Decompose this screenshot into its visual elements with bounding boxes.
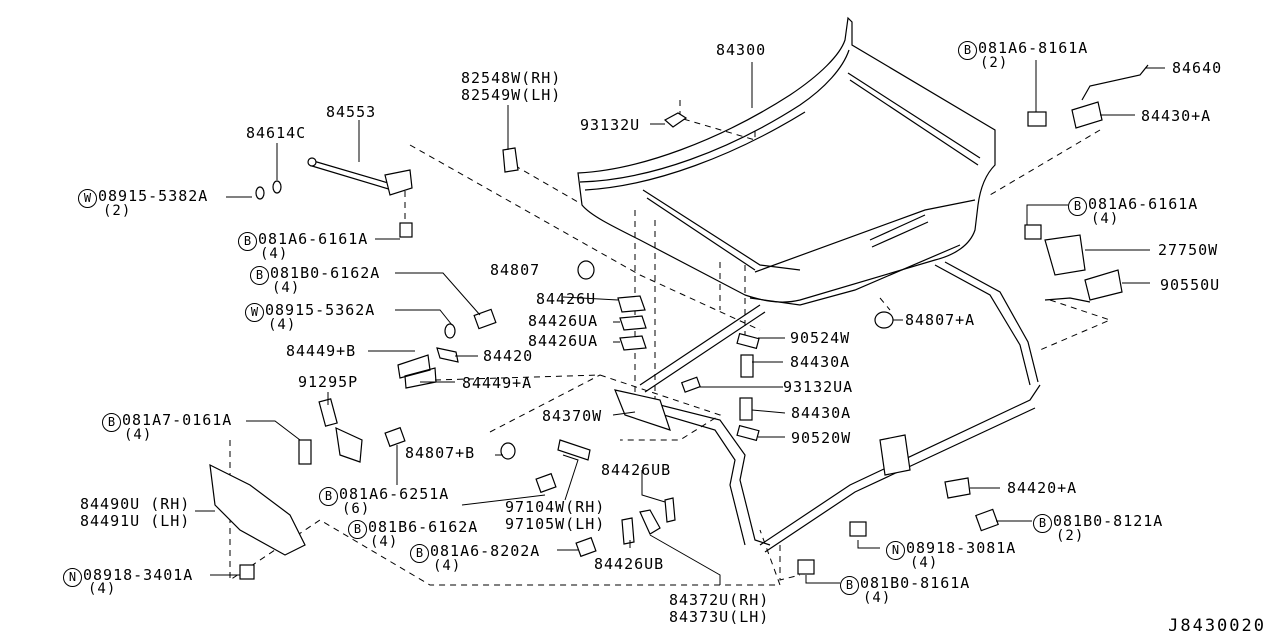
part-label-shim-84426ua-1[interactable]: 84426UA xyxy=(528,312,599,330)
part-label-hood-stay-bracket-rh[interactable]: 82548W(RH) xyxy=(461,69,562,87)
quantity: (2) xyxy=(980,55,1009,71)
bolt-badge-icon: B xyxy=(250,266,269,285)
part-label-bracket-lh[interactable]: 97105W(LH) xyxy=(505,515,606,533)
bolt-badge-icon: B xyxy=(840,576,859,595)
bolt-badge-icon: B xyxy=(348,520,367,539)
assembly-guide-lines xyxy=(229,100,1112,586)
quantity: (2) xyxy=(1056,528,1085,544)
quantity: (4) xyxy=(268,317,297,333)
part-label-stay-rod[interactable]: 84553 xyxy=(326,103,377,121)
part-label-rod-84640[interactable]: 84640 xyxy=(1172,59,1223,77)
part-label-shim-84426ub-top[interactable]: 84426UB xyxy=(601,461,672,479)
quantity: (4) xyxy=(910,555,939,571)
part-label-bumper-84807[interactable]: 84807 xyxy=(490,261,541,279)
part-label-grommet[interactable]: 84614C xyxy=(246,124,307,142)
bolt-badge-icon: B xyxy=(958,41,977,60)
part-label-bolt-84430a-2[interactable]: 84430A xyxy=(791,404,852,422)
part-label-shim-84449a[interactable]: 84449+A xyxy=(462,374,533,392)
hinge-and-rods xyxy=(614,261,1041,553)
part-label-clip-84420[interactable]: 84420 xyxy=(483,347,534,365)
quantity: (4) xyxy=(124,427,153,443)
part-label-hood-stay-bracket-lh[interactable]: 82549W(LH) xyxy=(461,86,562,104)
part-label-clip-84420a[interactable]: 84420+A xyxy=(1007,479,1078,497)
part-label-hinge-lh[interactable]: 84491U (LH) xyxy=(80,512,191,530)
part-label-shim-84449b[interactable]: 84449+B xyxy=(286,342,357,360)
part-label-bumper-84807a[interactable]: 84807+A xyxy=(905,311,976,329)
bolt-badge-icon: B xyxy=(1068,197,1087,216)
bolt-badge-icon: B xyxy=(319,487,338,506)
quantity: (4) xyxy=(433,558,462,574)
part-label-shim-84426u[interactable]: 84426U xyxy=(536,290,597,308)
quantity: (4) xyxy=(88,581,117,597)
part-label-shim-84426ua-2[interactable]: 84426UA xyxy=(528,332,599,350)
part-label-lock-84430a[interactable]: 84430+A xyxy=(1141,107,1212,125)
part-label-shim-84426ub-bottom[interactable]: 84426UB xyxy=(594,555,665,573)
quantity: (4) xyxy=(863,590,892,606)
washer-badge-icon: W xyxy=(78,189,97,208)
quantity: (2) xyxy=(103,203,132,219)
quantity: (4) xyxy=(272,280,301,296)
bolt-badge-icon: B xyxy=(238,232,257,251)
quantity: (4) xyxy=(1091,211,1120,227)
part-label-hinge-84370w[interactable]: 84370W xyxy=(542,407,603,425)
small-hardware xyxy=(209,64,1149,580)
part-label-rod-lh[interactable]: 84373U(LH) xyxy=(669,608,770,626)
hood-panel-drawing xyxy=(577,16,996,306)
part-label-clip-90520w[interactable]: 90520W xyxy=(791,429,852,447)
washer-badge-icon: W xyxy=(245,303,264,322)
part-label-bolt-84430a-1[interactable]: 84430A xyxy=(790,353,851,371)
nut-badge-icon: N xyxy=(886,541,905,560)
quantity: (4) xyxy=(260,246,289,262)
part-label-hood[interactable]: 84300 xyxy=(716,41,767,59)
bolt-badge-icon: B xyxy=(410,544,429,563)
part-label-bumper-84807b[interactable]: 84807+B xyxy=(405,444,476,462)
quantity: (4) xyxy=(370,534,399,550)
part-label-clip-90524w[interactable]: 90524W xyxy=(790,329,851,347)
leader-lines xyxy=(195,60,1165,585)
part-label-seal-93132ua[interactable]: 93132UA xyxy=(783,378,854,396)
bolt-badge-icon: B xyxy=(1033,514,1052,533)
nut-badge-icon: N xyxy=(63,568,82,587)
part-label-bracket-rh[interactable]: 97104W(RH) xyxy=(505,498,606,516)
part-label-bracket-27750w[interactable]: 27750W xyxy=(1158,241,1219,259)
part-label-hinge-rh[interactable]: 84490U (RH) xyxy=(80,495,191,513)
part-label-seal-93132u[interactable]: 93132U xyxy=(580,116,641,134)
diagram-code: J8430020 xyxy=(1168,616,1266,636)
bolt-badge-icon: B xyxy=(102,413,121,432)
part-label-cover-90550u[interactable]: 90550U xyxy=(1160,276,1221,294)
part-label-rod-rh[interactable]: 84372U(RH) xyxy=(669,591,770,609)
part-label-release-91295p[interactable]: 91295P xyxy=(298,373,359,391)
quantity: (6) xyxy=(342,501,371,517)
